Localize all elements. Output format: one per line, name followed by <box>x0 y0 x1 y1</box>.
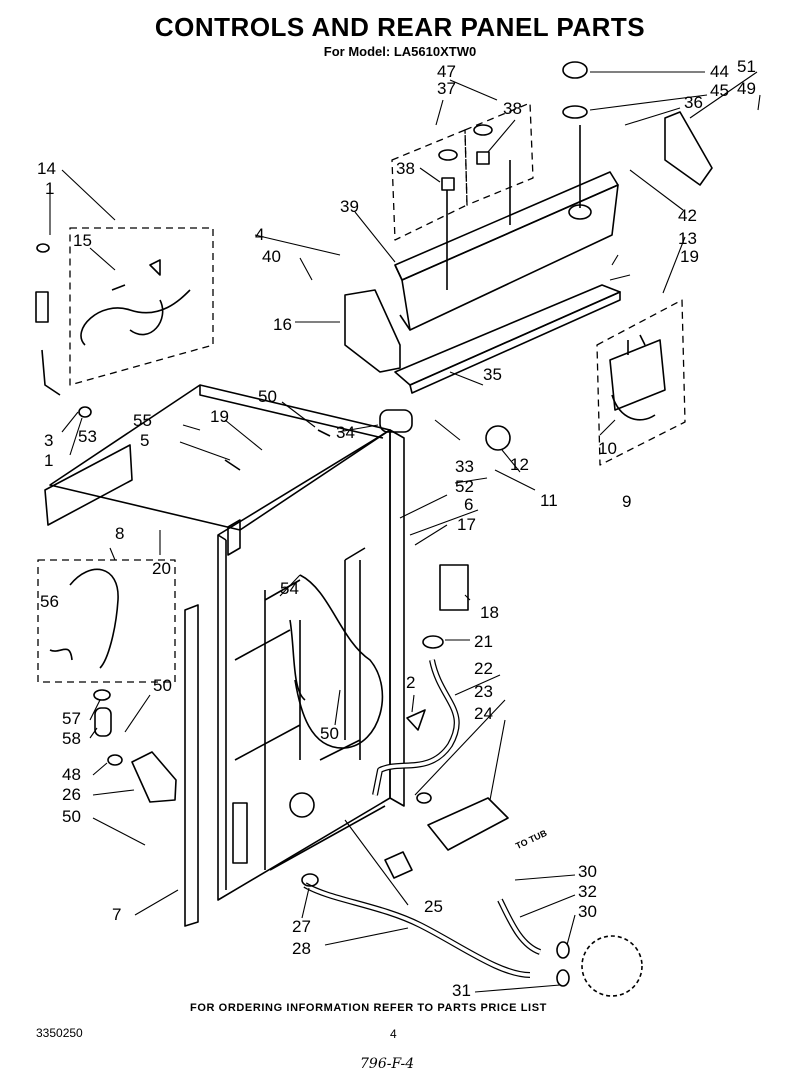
callout-50-bottom: 50 <box>62 807 81 826</box>
rail-7 <box>184 604 199 927</box>
rear-panel <box>217 429 405 901</box>
callout-48: 48 <box>62 765 81 784</box>
document-number: 3350250 <box>36 1026 83 1040</box>
callout-18: 18 <box>480 603 499 622</box>
callout-20: 20 <box>152 559 171 578</box>
callout-24: 24 <box>474 704 493 723</box>
callout-55: 55 <box>133 411 152 430</box>
callout-3: 3 <box>44 431 54 450</box>
model-subtitle: For Model: LA5610XTW0 <box>323 44 477 59</box>
callout-6: 6 <box>464 495 474 514</box>
callout-13: 13 <box>678 229 697 248</box>
callout-28: 28 <box>292 939 311 958</box>
callout-30-top: 30 <box>578 862 597 881</box>
callout-53: 53 <box>78 427 97 446</box>
callout-52: 52 <box>455 477 474 496</box>
callout-15: 15 <box>73 231 92 250</box>
callout-31: 31 <box>452 981 471 1000</box>
leader-lines <box>49 71 761 993</box>
callout-19-right: 19 <box>680 247 699 266</box>
callout-19-left: 19 <box>210 407 229 426</box>
callout-39: 39 <box>340 197 359 216</box>
callout-2: 2 <box>406 673 416 692</box>
callout-17: 17 <box>457 515 476 534</box>
hose-dashed-box <box>37 559 176 683</box>
callout-16: 16 <box>273 315 292 334</box>
callout-36: 36 <box>684 93 703 112</box>
callout-40: 40 <box>262 247 281 266</box>
callout-1-top: 1 <box>45 179 55 198</box>
callout-58: 58 <box>62 729 81 748</box>
callout-47: 47 <box>437 62 456 81</box>
pump <box>581 935 643 997</box>
callout-32: 32 <box>578 882 597 901</box>
bracket-53 <box>44 444 133 526</box>
callout-49: 49 <box>737 79 756 98</box>
callout-37: 37 <box>437 79 456 98</box>
callout-23: 23 <box>474 682 493 701</box>
callout-44: 44 <box>710 62 729 81</box>
control-console <box>394 171 619 331</box>
switch-dashed-box <box>391 102 534 241</box>
callout-51: 51 <box>737 57 756 76</box>
top-frame <box>49 384 391 531</box>
callout-38-right: 38 <box>503 99 522 118</box>
callout-10: 10 <box>598 439 617 458</box>
callout-54: 54 <box>280 579 299 598</box>
callout-7: 7 <box>112 905 122 924</box>
valve-26 <box>131 751 177 803</box>
cord-dashed-box <box>69 227 214 386</box>
callout-9: 9 <box>622 492 632 511</box>
callout-8: 8 <box>115 524 125 543</box>
callout-25: 25 <box>424 897 443 916</box>
callout-26: 26 <box>62 785 81 804</box>
callout-38-left: 38 <box>396 159 415 178</box>
callout-22: 22 <box>474 659 493 678</box>
water-valve <box>427 797 509 851</box>
callout-5: 5 <box>140 431 150 450</box>
callout-50-top: 50 <box>258 387 277 406</box>
console-endcap <box>344 289 401 373</box>
page-title: CONTROLS AND REAR PANEL PARTS <box>154 12 646 42</box>
callout-30-bottom: 30 <box>578 902 597 921</box>
callout-4: 4 <box>255 225 265 244</box>
callout-35: 35 <box>483 365 502 384</box>
callout-27: 27 <box>292 917 311 936</box>
callout-57: 57 <box>62 709 81 728</box>
callout-45: 45 <box>710 81 729 100</box>
callout-42: 42 <box>678 206 697 225</box>
callout-12: 12 <box>510 455 529 474</box>
ordering-note: FOR ORDERING INFORMATION REFER TO PARTS … <box>190 1002 547 1014</box>
callout-14: 14 <box>37 159 56 178</box>
callout-34: 34 <box>336 423 355 442</box>
support-bracket <box>394 284 621 394</box>
callout-1-bottom: 1 <box>44 451 54 470</box>
page-number: 4 <box>390 1027 397 1041</box>
callout-21: 21 <box>474 632 493 651</box>
callout-50-center: 50 <box>320 724 339 743</box>
callout-50-mid: 50 <box>153 676 172 695</box>
handwritten-date: 796-F-4 <box>360 1056 415 1072</box>
callout-33: 33 <box>455 457 474 476</box>
callout-11: 11 <box>540 491 558 510</box>
timer-dashed-box <box>596 299 686 466</box>
callout-56: 56 <box>40 592 59 611</box>
